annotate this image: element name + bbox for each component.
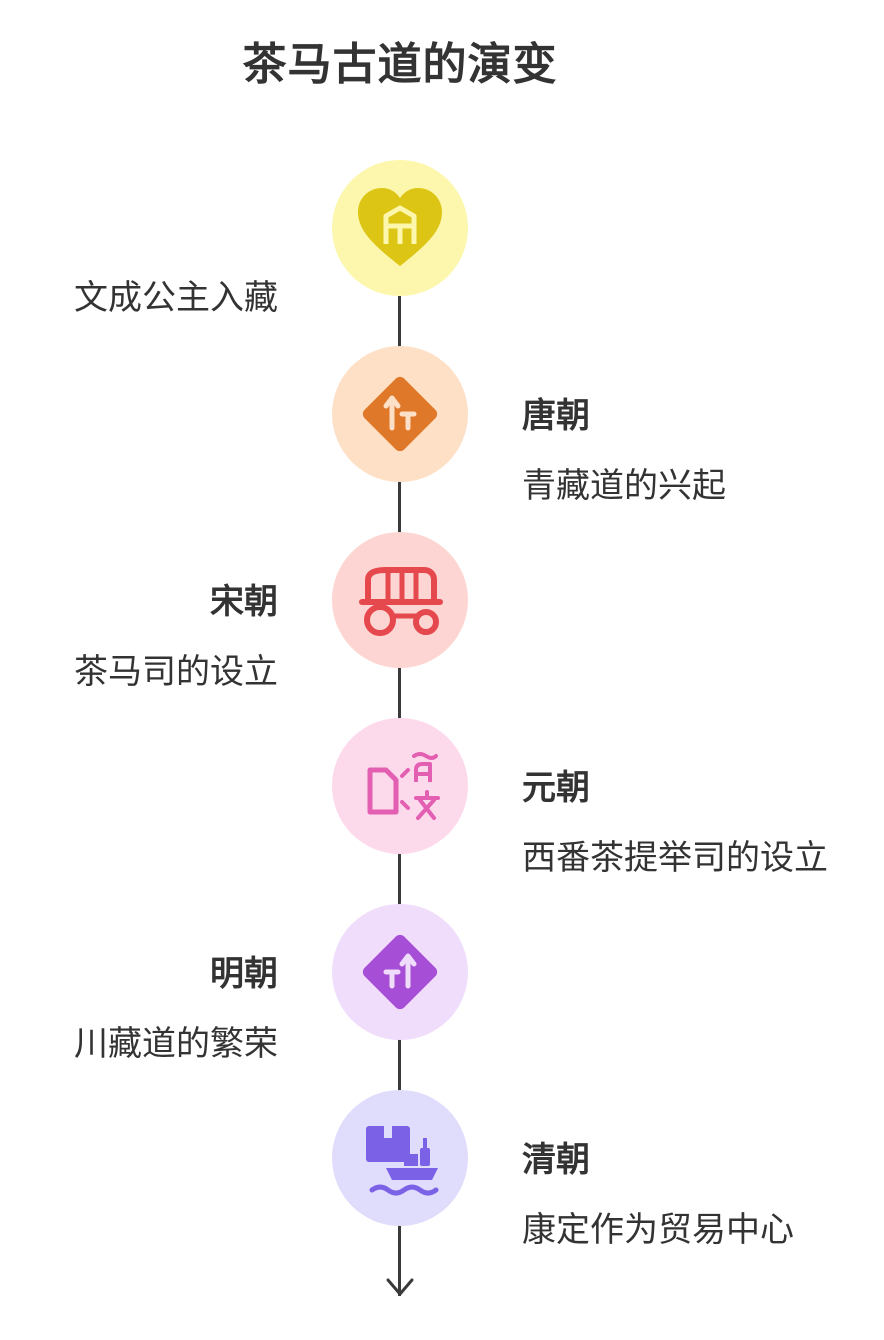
event-desc: 西番茶提举司的设立	[522, 838, 828, 878]
event-desc: 文成公主入藏	[74, 278, 278, 318]
event-era: 元朝	[522, 768, 590, 808]
event-desc: 川藏道的繁荣	[74, 1024, 278, 1064]
carriage-icon	[359, 567, 443, 636]
event-4: 元朝 西番茶提举司的设立	[522, 766, 828, 880]
timeline-node-2	[332, 346, 468, 482]
road-sign-icon	[362, 376, 438, 452]
timeline-node-6	[332, 1090, 468, 1226]
timeline-node-3	[332, 532, 468, 668]
event-desc: 康定作为贸易中心	[522, 1210, 794, 1250]
translate-icon	[367, 752, 440, 820]
cargo-ship-icon	[366, 1126, 439, 1196]
event-era: 唐朝	[522, 396, 590, 436]
event-5: 明朝 川藏道的繁荣	[74, 952, 278, 1066]
direction-sign-icon	[362, 934, 438, 1010]
event-2: 唐朝 青藏道的兴起	[522, 394, 726, 508]
event-desc: 茶马司的设立	[74, 652, 278, 692]
timeline-node-5	[332, 904, 468, 1040]
event-era: 明朝	[210, 954, 278, 994]
heart-house-icon	[358, 188, 442, 266]
event-era: 宋朝	[210, 582, 278, 622]
timeline-node-4	[332, 718, 468, 854]
event-era: 清朝	[522, 1140, 590, 1180]
event-3: 宋朝 茶马司的设立	[74, 580, 278, 694]
event-1: 文成公主入藏	[74, 276, 278, 320]
timeline-node-1	[332, 160, 468, 296]
event-6: 清朝 康定作为贸易中心	[522, 1138, 794, 1252]
page-title: 茶马古道的演变	[242, 39, 558, 90]
timeline-arrow-icon	[386, 1278, 414, 1296]
event-desc: 青藏道的兴起	[522, 466, 726, 506]
